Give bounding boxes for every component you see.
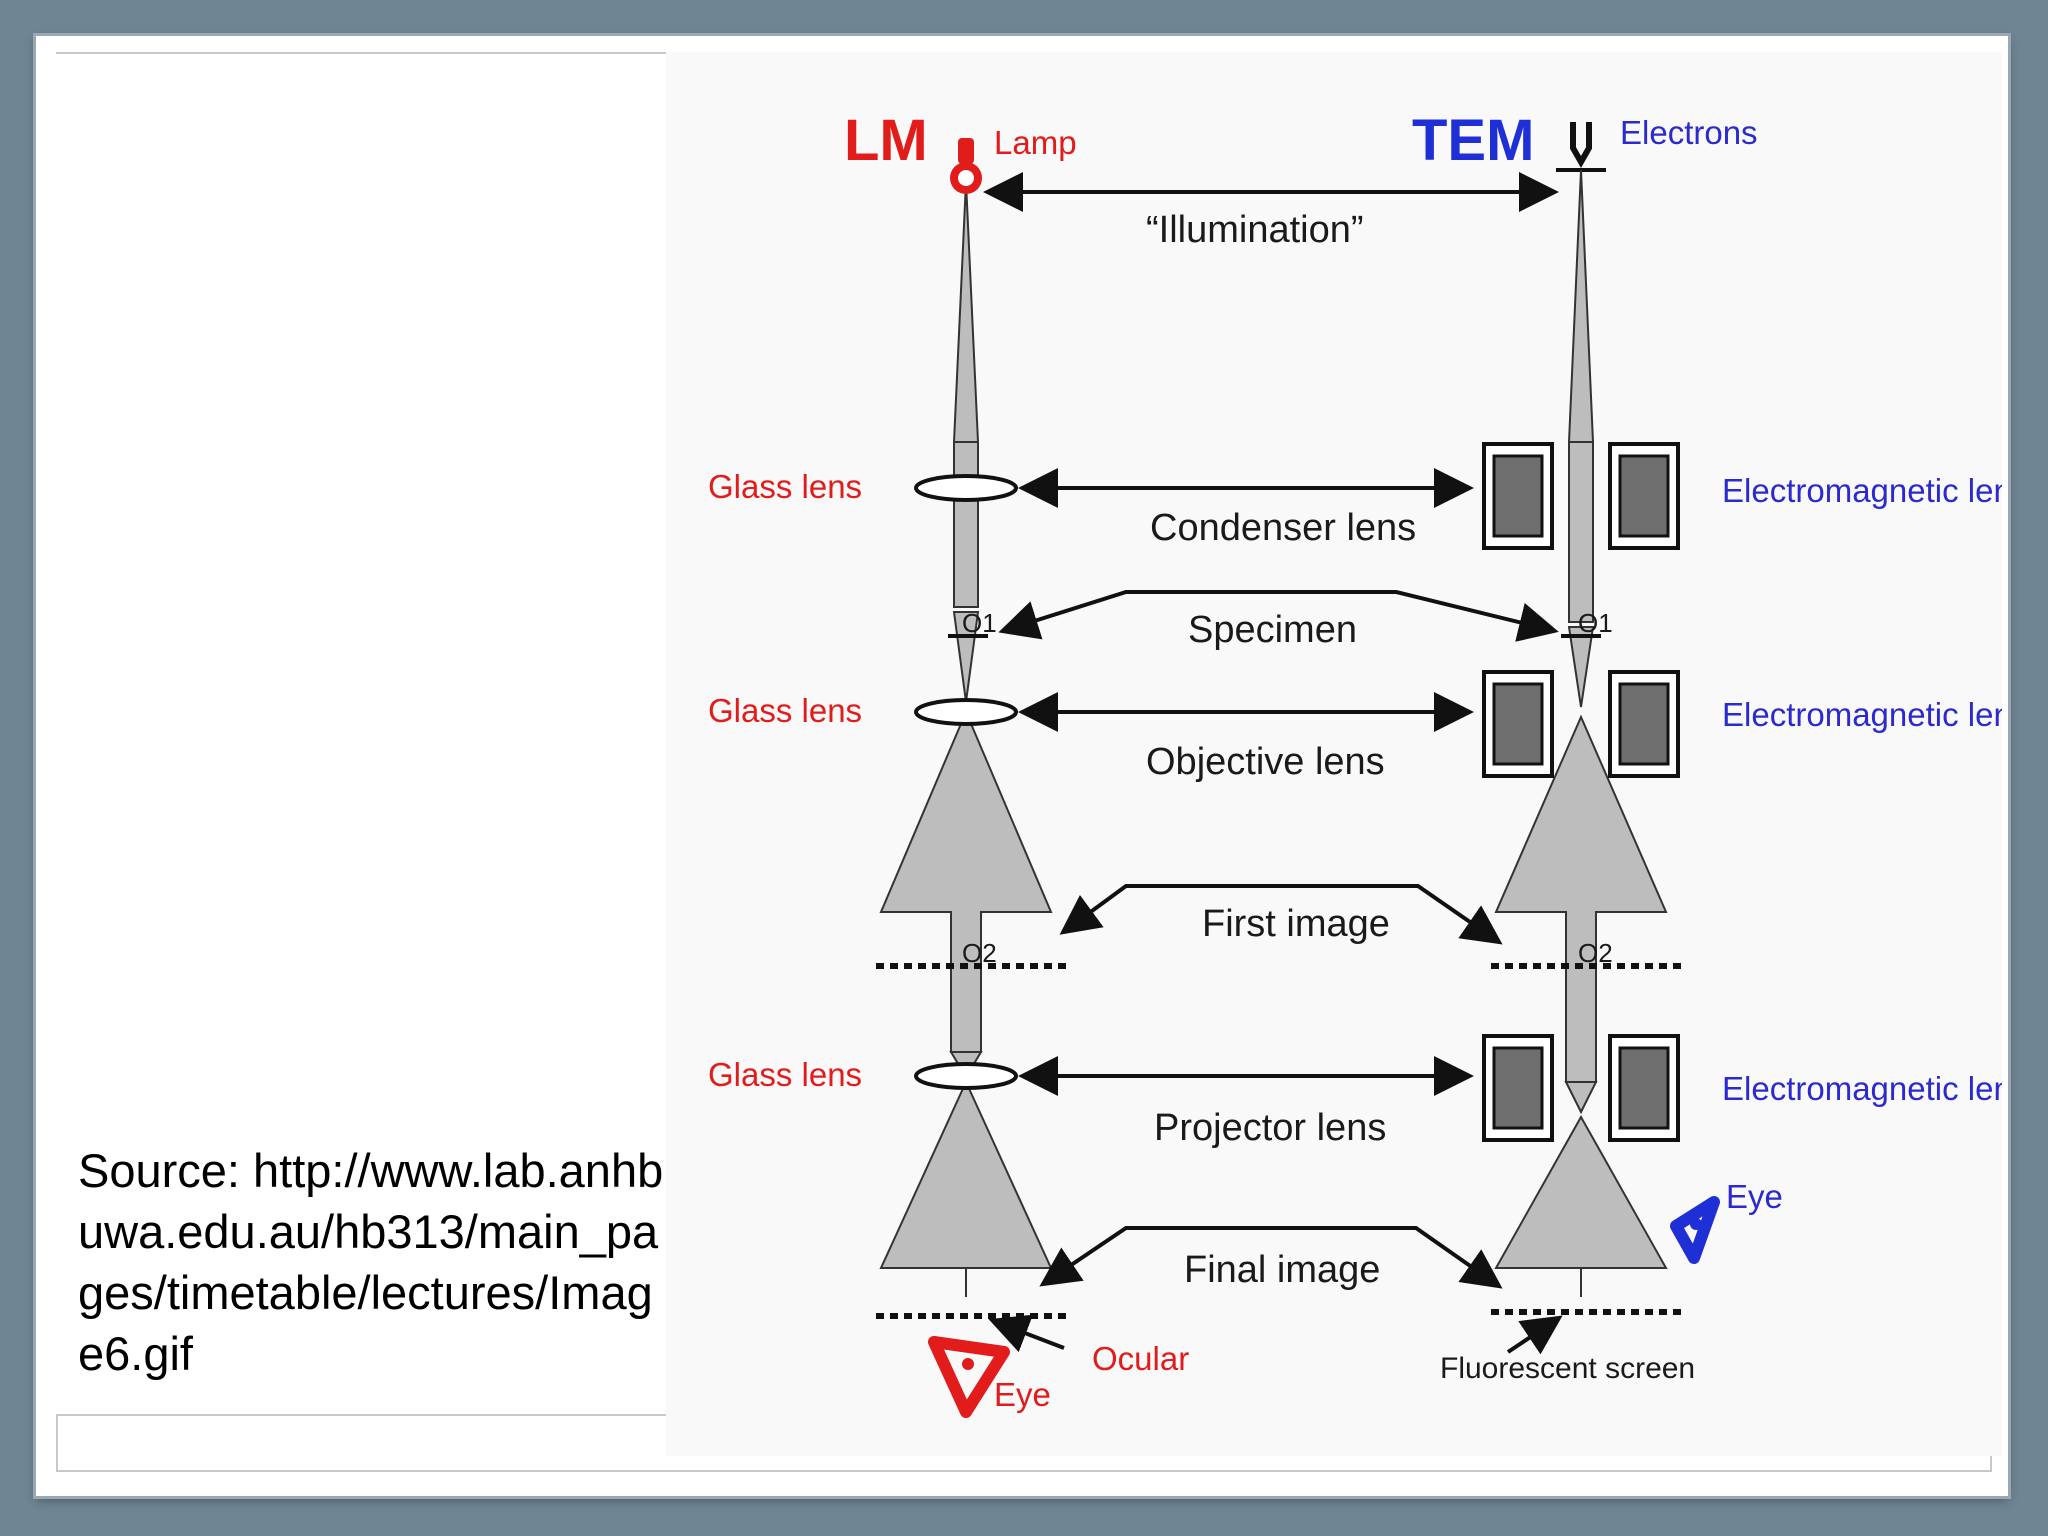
o1-right-label: O1 — [1578, 608, 1613, 638]
projector-lens-label: Projector lens — [1154, 1107, 1386, 1149]
microscope-comparison-diagram: LM Lamp TEM Electrons “Illumination” Gla… — [666, 52, 2002, 1456]
tem-em-lens-projector — [1482, 1034, 1680, 1142]
fluorescent-screen-label: Fluorescent screen — [1440, 1352, 1695, 1385]
lm-beam-condenser — [953, 441, 979, 608]
em-lens-label-2: Electromagnetic lens — [1722, 696, 2002, 733]
diagram-svg: LM Lamp TEM Electrons “Illumination” Gla… — [708, 108, 2002, 1418]
first-image-label: First image — [1202, 903, 1390, 945]
lm-title: LM — [844, 108, 928, 173]
source-citation: Source: http://www.lab.anhb.uwa.edu.au/h… — [78, 1144, 677, 1380]
glass-lens-label-2: Glass lens — [708, 692, 862, 729]
eye-right-label: Eye — [1726, 1178, 1783, 1215]
fluorescent-screen-arrow — [1506, 1315, 1563, 1355]
tem-em-lens-objective — [1482, 670, 1680, 778]
lm-beam-objective — [879, 709, 1053, 1053]
tem-eye-icon — [1670, 1196, 1720, 1264]
tem-column — [1482, 122, 1720, 1315]
em-lens-label-3: Electromagnetic lens — [1722, 1070, 2002, 1107]
specimen-arrow — [998, 590, 1559, 642]
specimen-label: Specimen — [1188, 609, 1357, 651]
tem-title: TEM — [1412, 108, 1534, 173]
o2-right-label: O2 — [1578, 938, 1613, 968]
lm-eye-icon — [928, 1336, 1010, 1418]
ocular-arrow — [988, 1314, 1065, 1353]
slide: Source: http://www.lab.anhb.uwa.edu.au/h… — [36, 36, 2008, 1496]
lamp-icon — [950, 138, 982, 194]
electrons-label: Electrons — [1620, 114, 1758, 151]
tem-em-lens-condenser — [1482, 442, 1680, 550]
lm-glass-lens-objective — [914, 698, 1018, 726]
final-image-label: Final image — [1184, 1249, 1380, 1291]
tem-beam-illumination — [1567, 169, 1595, 443]
tem-beam-specimen — [1567, 626, 1595, 708]
lm-beam-illumination — [952, 181, 980, 443]
lm-glass-lens-projector — [914, 1062, 1018, 1090]
first-image-arrow — [1059, 884, 1503, 945]
eye-left-label: Eye — [994, 1376, 1051, 1413]
tem-beam-projector — [1564, 1081, 1598, 1115]
glass-lens-label-1: Glass lens — [708, 468, 862, 505]
final-image-arrow — [1039, 1226, 1503, 1289]
o2-left-label: O2 — [962, 938, 997, 968]
condenser-lens-label: Condenser lens — [1150, 507, 1416, 549]
tem-beam-condenser — [1568, 441, 1594, 623]
em-lens-label-1: Electromagnetic lens — [1722, 472, 2002, 509]
electron-gun-icon — [1556, 122, 1606, 172]
lm-beam-final — [879, 1079, 1053, 1269]
ocular-label: Ocular — [1092, 1340, 1189, 1377]
objective-lens-label: Objective lens — [1146, 741, 1385, 783]
lm-column — [876, 138, 1066, 1418]
illumination-label: “Illumination” — [1146, 209, 1364, 251]
connector-arrows — [983, 172, 1563, 1355]
o1-left-label: O1 — [962, 608, 997, 638]
lm-glass-lens-condenser — [914, 474, 1018, 502]
lamp-label: Lamp — [994, 124, 1077, 161]
glass-lens-label-3: Glass lens — [708, 1056, 862, 1093]
text-panel: Source: http://www.lab.anhb.uwa.edu.au/h… — [56, 52, 676, 1416]
